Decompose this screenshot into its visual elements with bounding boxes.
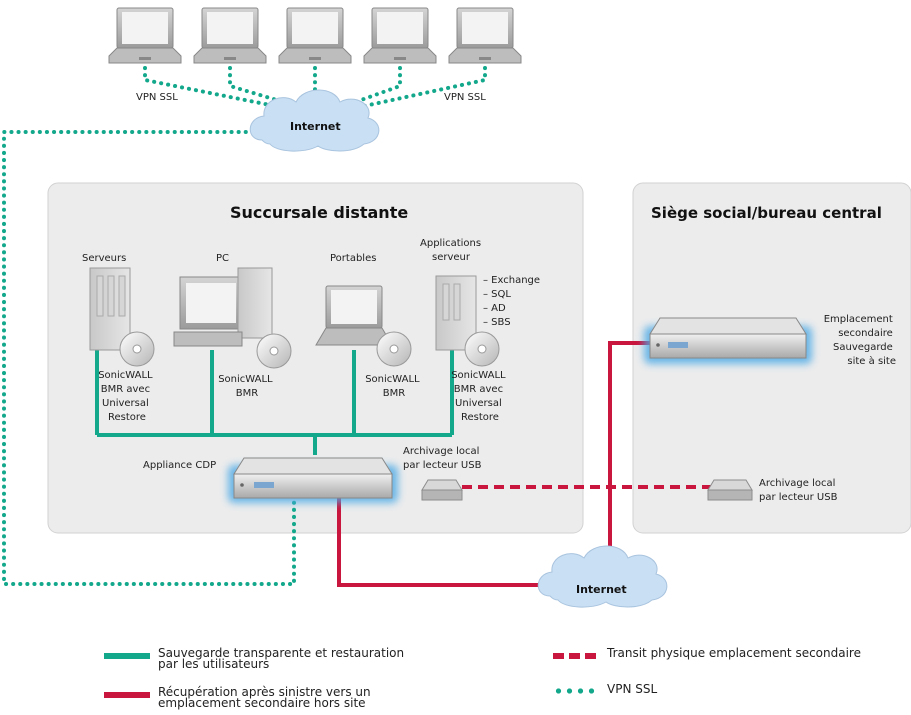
legend-red-dashed-text: Transit physique emplacement secondaire	[607, 646, 861, 660]
legend-red: Récupération après sinistre vers un empl…	[104, 685, 371, 710]
bmr-label-laptops: SonicWALL BMR	[365, 374, 423, 399]
secondary-appliance-icon	[644, 317, 812, 364]
cdp-appliance-icon	[228, 457, 398, 503]
usb-label-hq: Archivage local par lecteur USB	[759, 478, 839, 503]
legend-teal-line1: Sauvegarde transparente et restauration	[158, 646, 405, 660]
branch-title: Succursale distante	[230, 203, 408, 222]
bmr-label-app-server: SonicWALL BMR avec Universal Restore	[451, 370, 509, 423]
server-tower-icon	[89, 267, 131, 351]
disc-icon-laptop	[376, 331, 412, 367]
legend-red-line1: Récupération après sinistre vers un	[158, 685, 371, 699]
bmr-label-pc: SonicWALL BMR	[218, 374, 276, 399]
red-swatch	[104, 692, 150, 698]
branch-panel	[47, 182, 584, 534]
dotted-swatch	[553, 687, 599, 695]
lan-links	[95, 350, 454, 455]
red-dashed-swatch	[553, 653, 599, 659]
teal-swatch	[104, 653, 150, 659]
servers-label: Serveurs	[82, 253, 126, 264]
internet-label-top: Internet	[290, 120, 341, 133]
cdp-label: Appliance CDP	[143, 460, 216, 471]
legend-red-dashed: Transit physique emplacement secondaire	[553, 646, 861, 660]
internet-label-bottom: Internet	[576, 583, 627, 596]
disc-icon-servers	[119, 331, 155, 367]
disc-icon-app-server	[464, 331, 500, 367]
internet-cloud-top: Internet	[249, 89, 380, 152]
disc-icon-pc	[256, 333, 292, 369]
app-servers-label: Applications serveur	[420, 238, 484, 263]
bmr-label-servers: SonicWALL BMR avec Universal Restore	[98, 370, 156, 423]
hq-title: Siège social/bureau central	[651, 204, 882, 222]
legend-teal-line2: par les utilisateurs	[158, 657, 270, 671]
secondary-label: Emplacement secondaire Sauvegarde site à…	[824, 314, 896, 367]
legend-red-line2: emplacement secondaire hors site	[158, 696, 366, 710]
pc-label: PC	[216, 253, 229, 264]
vpn-label-left: VPN SSL	[136, 92, 178, 103]
app-servers-line2: serveur	[432, 252, 471, 263]
app-servers-line1: Applications	[420, 238, 481, 249]
usb-label-branch: Archivage local par lecteur USB	[403, 446, 483, 471]
laptop-icon	[315, 285, 393, 346]
wan-links	[337, 341, 650, 587]
legend-dotted: VPN SSL	[553, 682, 658, 696]
laptops-label: Portables	[330, 253, 376, 264]
vpn-label-right: VPN SSL	[444, 92, 486, 103]
laptop-row	[108, 7, 522, 64]
internet-cloud-bottom: Internet	[537, 545, 668, 608]
legend-teal: Sauvegarde transparente et restauration …	[104, 646, 405, 671]
desktop-pc-icon	[173, 267, 273, 347]
usb-drive-icon-branch	[421, 479, 463, 501]
apps-list: – Exchange – SQL – AD – SBS	[483, 275, 543, 328]
usb-drive-icon-hq	[707, 479, 753, 501]
legend-dotted-text: VPN SSL	[607, 682, 658, 696]
